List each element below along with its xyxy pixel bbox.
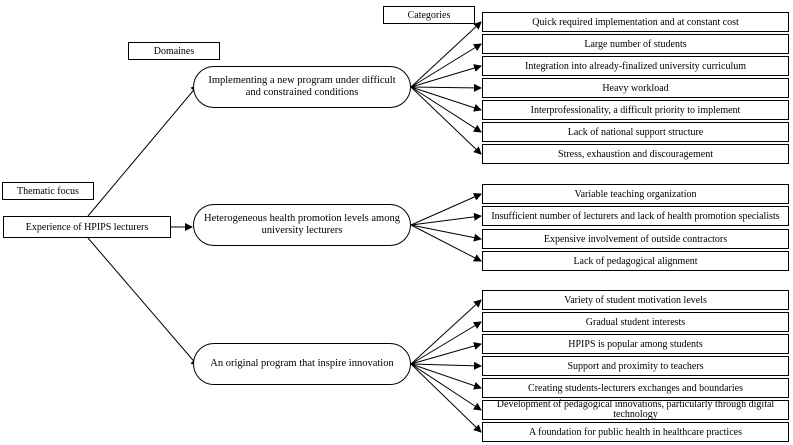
arrow-focus-to-domain <box>87 237 199 367</box>
category-item: Heavy workload <box>482 78 789 98</box>
category-item: Stress, exhaustion and discouragement <box>482 144 789 164</box>
domain-heterogeneous-levels: Heterogeneous health promotion levels am… <box>193 204 411 246</box>
category-item: Interprofessionality, a difficult priori… <box>482 100 789 120</box>
thematic-focus-label: Thematic focus <box>2 182 94 200</box>
arrow-domain-to-category <box>410 86 482 112</box>
arrow-domain-to-category <box>410 193 482 226</box>
category-item: Large number of students <box>482 34 789 54</box>
category-item: Development of pedagogical innovations, … <box>482 400 789 420</box>
domain-implementing-new-program: Implementing a new program under difficu… <box>193 66 411 108</box>
arrow-domain-to-category <box>410 224 482 242</box>
arrow-domain-to-category <box>410 299 482 365</box>
category-item: Lack of pedagogical alignment <box>482 251 789 271</box>
categories-label: Categories <box>383 6 475 24</box>
category-item: Integration into already-finalized unive… <box>482 56 789 76</box>
thematic-focus-box: Experience of HPIPS lecturers <box>3 216 171 238</box>
category-item: Support and proximity to teachers <box>482 356 789 376</box>
arrow-domain-to-category <box>410 363 482 390</box>
category-item: Expensive involvement of outside contrac… <box>482 229 789 249</box>
domaines-label: Domaines <box>128 42 220 60</box>
arrow-focus-to-domain <box>87 84 199 217</box>
arrow-domain-to-category <box>410 86 482 155</box>
arrow-domain-to-category <box>410 363 482 433</box>
category-item: Insufficient number of lecturers and lac… <box>482 206 789 226</box>
arrow-domain-to-category <box>410 212 482 226</box>
category-item: Variety of student motivation levels <box>482 290 789 310</box>
domain-original-program: An original program that inspire innovat… <box>193 343 411 385</box>
arrow-domain-to-category <box>410 363 482 411</box>
category-item: Quick required implementation and at con… <box>482 12 789 32</box>
category-item: A foundation for public health in health… <box>482 422 789 442</box>
category-item: Lack of national support structure <box>482 122 789 142</box>
category-item: Gradual student interests <box>482 312 789 332</box>
arrow-domain-to-category <box>410 83 482 92</box>
category-item: Creating students-lecturers exchanges an… <box>482 378 789 398</box>
arrow-domain-to-category <box>410 361 482 370</box>
arrow-domain-to-category <box>410 224 482 262</box>
arrow-domain-to-category <box>410 321 482 365</box>
category-item: Variable teaching organization <box>482 184 789 204</box>
arrow-domain-to-category <box>410 43 482 88</box>
category-item: HPIPS is popular among students <box>482 334 789 354</box>
arrow-domain-to-category <box>410 21 482 88</box>
arrow-domain-to-category <box>410 64 482 88</box>
arrow-domain-to-category <box>410 342 482 365</box>
arrow-domain-to-category <box>410 86 482 133</box>
